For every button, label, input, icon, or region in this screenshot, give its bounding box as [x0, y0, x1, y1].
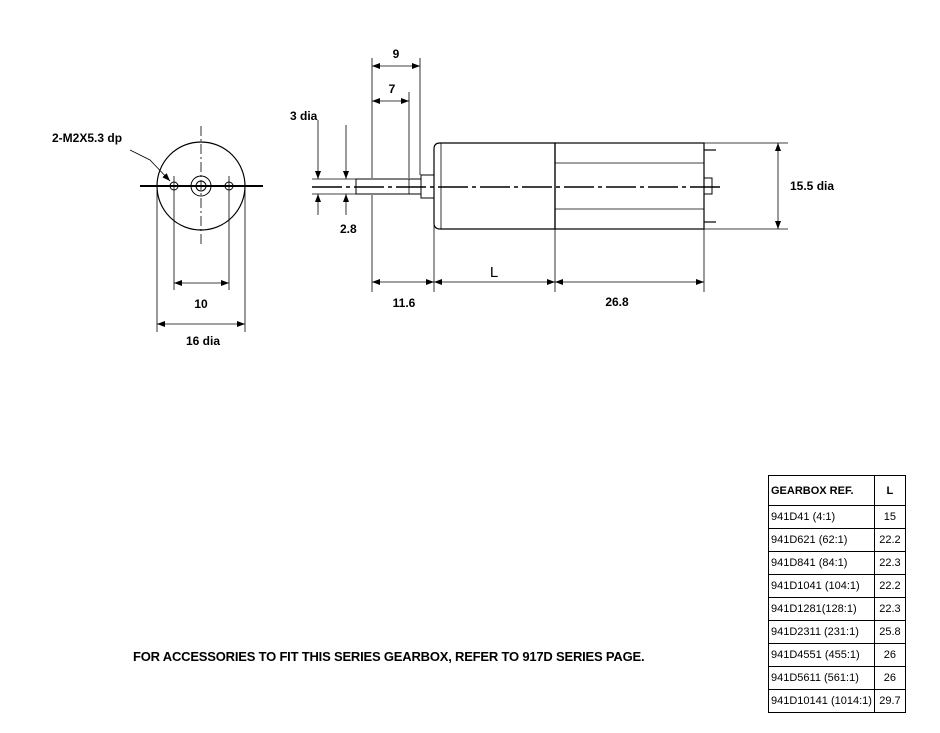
table-row: 941D2311 (231:1)25.8	[768, 620, 906, 644]
table-row: 941D841 (84:1)22.3	[768, 551, 906, 575]
table-header-row: GEARBOX REF. L	[768, 475, 906, 506]
table-cell: 22.2	[873, 574, 906, 598]
label-dim-L: L	[490, 264, 498, 281]
table-cell: 941D4551 (455:1)	[768, 643, 875, 667]
leader-holes	[129, 149, 171, 182]
table-cell: 941D841 (84:1)	[768, 551, 875, 575]
table-row: 941D5611 (561:1)26	[768, 666, 906, 690]
table-cell: 22.2	[873, 528, 906, 552]
table-cell: 26	[873, 643, 906, 667]
gearbox-body	[433, 142, 556, 230]
table-cell: 941D41 (4:1)	[768, 505, 875, 529]
table-row: 941D1041 (104:1)22.2	[768, 574, 906, 598]
table-row: 941D41 (4:1)15	[768, 505, 906, 529]
table-header: L	[873, 475, 906, 506]
table-cell: 22.3	[873, 597, 906, 621]
label-shaft-dia: 3 dia	[290, 109, 318, 123]
label-dim-9: 9	[393, 47, 400, 61]
table-row: 941D1281(128:1)22.3	[768, 597, 906, 621]
table-row: 941D10141 (1014:1)29.7	[768, 689, 906, 713]
motor-can	[554, 142, 705, 230]
table-cell: 26	[873, 666, 906, 690]
label-dim-26-8: 26.8	[605, 295, 629, 309]
rear-bushing	[703, 177, 713, 195]
footnote: FOR ACCESSORIES TO FIT THIS SERIES GEARB…	[133, 649, 645, 664]
label-flat: 2.8	[340, 222, 357, 236]
table-cell: 941D621 (62:1)	[768, 528, 875, 552]
table-cell: 22.3	[873, 551, 906, 575]
table-cell: 29.7	[873, 689, 906, 713]
label-holes: 2-M2X5.3 dp	[52, 131, 122, 145]
table-cell: 941D1281(128:1)	[768, 597, 875, 621]
table-cell: 15	[873, 505, 906, 529]
table-row: 941D4551 (455:1)26	[768, 643, 906, 667]
table-cell: 941D5611 (561:1)	[768, 666, 875, 690]
label-dim-11-6: 11.6	[393, 296, 416, 310]
table-cell: 941D1041 (104:1)	[768, 574, 875, 598]
table-cell: 941D10141 (1014:1)	[768, 689, 875, 713]
table-cell: 941D2311 (231:1)	[768, 620, 875, 644]
label-dim-7: 7	[389, 82, 396, 96]
label-body-dia: 15.5 dia	[790, 179, 834, 193]
label-front-dia: 16 dia	[186, 334, 220, 348]
front-view	[129, 126, 263, 332]
gearbox-table: GEARBOX REF. L 941D41 (4:1)15 941D621 (6…	[768, 475, 906, 713]
table-cell: 25.8	[873, 620, 906, 644]
table-row: 941D621 (62:1)22.2	[768, 528, 906, 552]
table-header: GEARBOX REF.	[768, 475, 875, 506]
label-hole-spacing: 10	[194, 297, 208, 311]
side-view	[312, 58, 788, 292]
